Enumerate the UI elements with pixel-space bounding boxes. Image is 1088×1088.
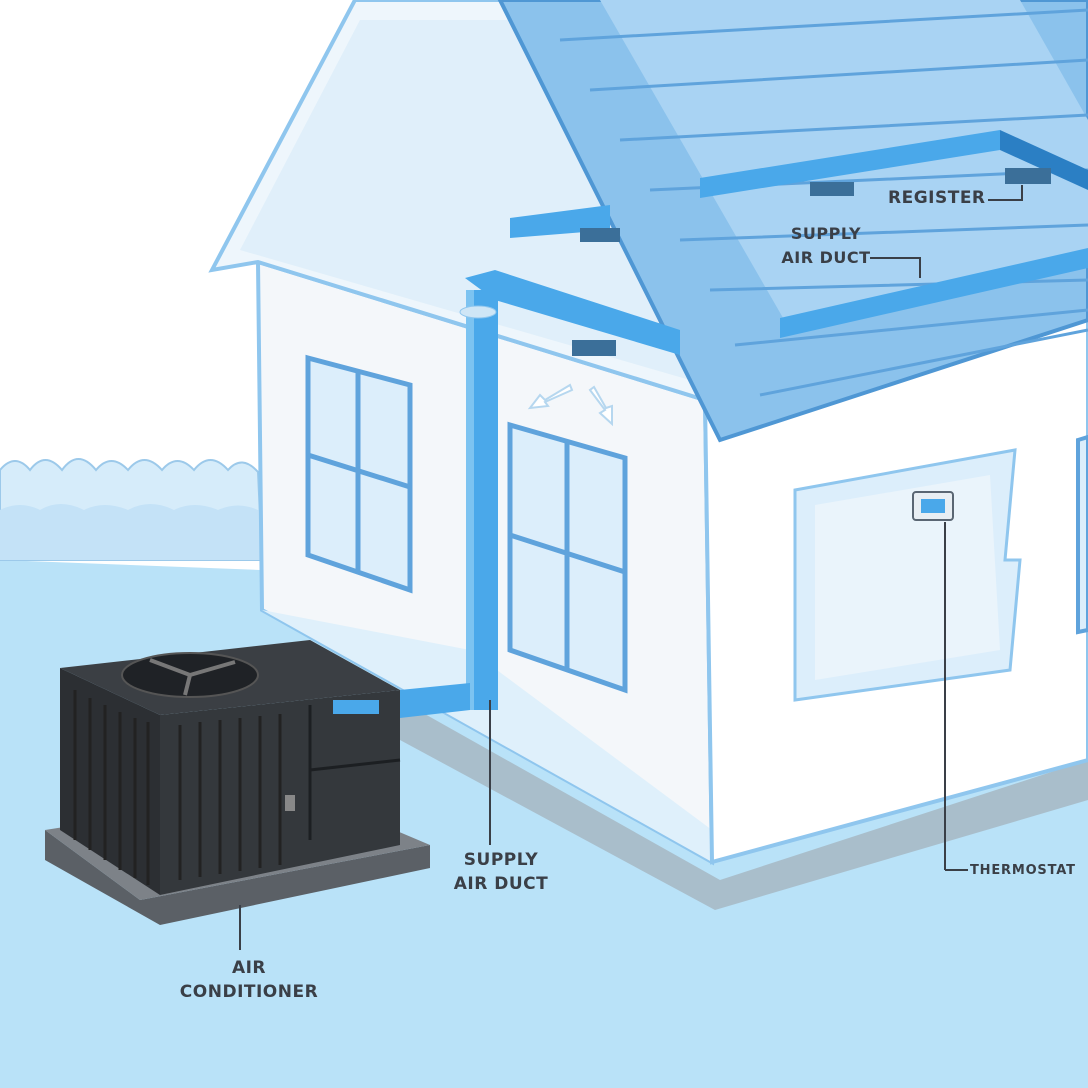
supply-air-duct-lower-line2: AIR DUCT (453, 874, 549, 894)
supply-air-duct-upper-line1: SUPPLY (790, 224, 862, 243)
window-center (507, 421, 628, 694)
registers (572, 168, 1051, 356)
house-floor (262, 610, 712, 862)
supply-duct-vertical (400, 270, 680, 718)
right-wall-cutaway (793, 448, 1022, 702)
thermostat (912, 491, 968, 871)
supply-air-duct-upper-label: SUPPLY AIR DUCT (778, 222, 874, 270)
register-label: REGISTER (888, 188, 986, 208)
unit-badge (333, 700, 379, 714)
window-left (305, 354, 413, 594)
airflow-arrows (527, 383, 613, 427)
supply-air-duct-lower-line1: SUPPLY (463, 850, 539, 870)
house-shadow (400, 700, 1088, 910)
shrubs (0, 458, 264, 561)
air-conditioner-line2: CONDITIONER (179, 982, 319, 1002)
supply-air-duct-upper-line2: AIR DUCT (781, 248, 871, 267)
thermostat-label: THERMOSTAT (970, 863, 1076, 878)
supply-air-duct-lower-label: SUPPLY AIR DUCT (446, 848, 556, 896)
air-conditioner-label: AIR CONDITIONER (168, 956, 330, 1004)
air-conditioner-unit (45, 640, 430, 950)
window-right-edge (1076, 434, 1088, 635)
air-conditioner-line1: AIR (231, 958, 267, 978)
leader-lines (489, 185, 1023, 845)
